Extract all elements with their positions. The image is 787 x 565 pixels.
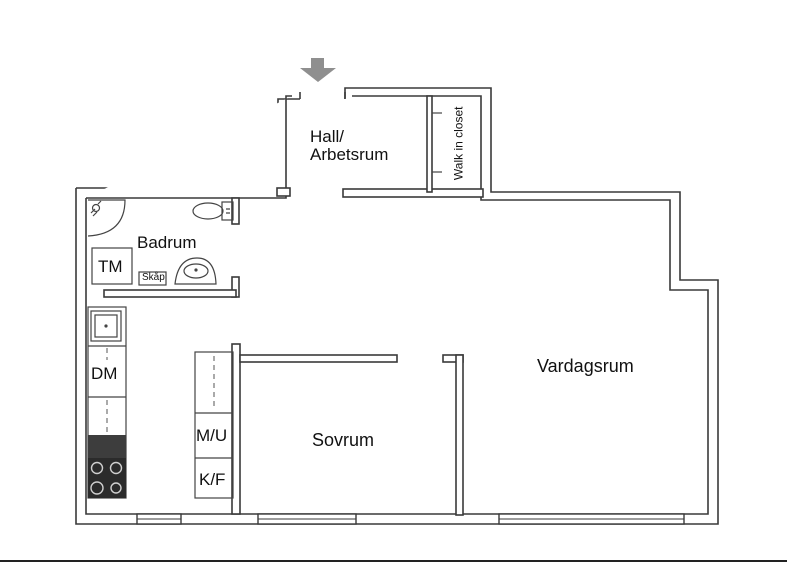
window-icon (257, 513, 357, 525)
appliance-label-dm: DM (91, 364, 118, 383)
room-label-hall-line2: Arbetsrum (310, 144, 389, 164)
appliance-label-mu: M/U (196, 426, 228, 445)
appliance-label-tm: TM (98, 257, 123, 276)
toilet-icon (192, 201, 234, 221)
tm-box (91, 247, 133, 285)
stove-icon (88, 435, 126, 498)
room-label-hall-line1: Hall/ (310, 127, 345, 146)
cabinet-label-skap: Skåp (142, 272, 165, 283)
room-label-badrum: Badrum (137, 233, 197, 252)
room-label-hall: Hall/ Arbetsrum (310, 128, 388, 164)
room-label-sovrum: Sovrum (312, 430, 375, 450)
room-label-vardagsrum: Vardagsrum (537, 356, 634, 376)
window-icon (498, 513, 685, 525)
appliance-label-kf: K/F (199, 470, 226, 489)
inner-walls (103, 95, 484, 516)
bottom-border (0, 560, 787, 562)
skap-box (138, 271, 167, 286)
room-label-walk-in-closet: Walk in closet (451, 106, 466, 181)
sink-icon (174, 257, 217, 285)
closet-door (432, 112, 442, 173)
kitchen-sink-icon (90, 310, 122, 342)
window-icon (136, 513, 182, 525)
entrance-arrow-icon (300, 58, 336, 82)
shower-icon (87, 199, 126, 237)
appliance-column (194, 351, 234, 499)
outer-walls (75, 87, 719, 525)
